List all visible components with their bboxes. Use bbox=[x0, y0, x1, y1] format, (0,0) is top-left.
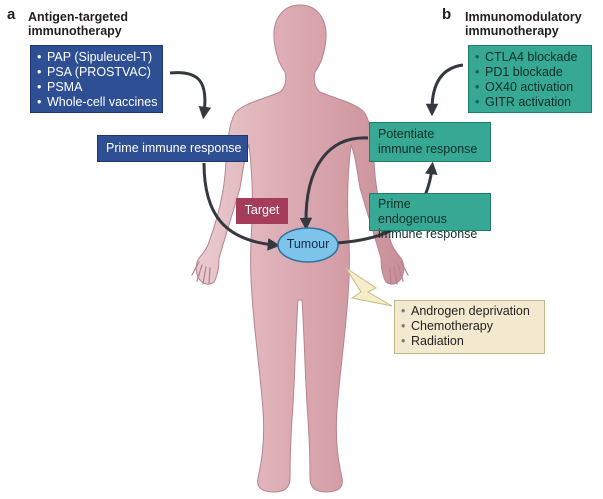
antigen-list-item: Whole-cell vaccines bbox=[37, 95, 157, 110]
antigen-list-box: PAP (Sipuleucel-T) PSA (PROSTVAC) PSMA W… bbox=[30, 45, 163, 113]
panel-a-title-line1: Antigen-targeted bbox=[28, 10, 128, 24]
arrow-potentiate-to-tumour bbox=[299, 136, 369, 231]
potentiate-line1: Potentiate bbox=[378, 127, 435, 141]
potentiate-line2: immune response bbox=[378, 142, 478, 156]
treatment-item: Radiation bbox=[401, 334, 538, 349]
prime-immune-response-box: Prime immune response bbox=[97, 135, 248, 162]
prime-endogenous-line1: Prime endogenous bbox=[378, 197, 447, 226]
immunomodulatory-list-item: OX40 activation bbox=[475, 80, 585, 95]
lightning-bolt-icon bbox=[345, 267, 393, 307]
panel-b-letter: b bbox=[442, 6, 452, 23]
arrow-prime-to-tumour bbox=[202, 162, 281, 251]
arrow-a-list-to-prime bbox=[169, 71, 212, 120]
antigen-list-item: PSMA bbox=[37, 80, 156, 95]
antigen-list-item: PAP (Sipuleucel-T) bbox=[37, 50, 156, 65]
target-box: Target bbox=[236, 198, 288, 224]
treatment-item: Androgen deprivation bbox=[401, 304, 538, 319]
immunomodulatory-list-box: CTLA4 blockade PD1 blockade OX40 activat… bbox=[468, 45, 592, 113]
panel-a-title: Antigen-targeted immunotherapy bbox=[28, 10, 128, 38]
immunomodulatory-list-item: GITR activation bbox=[475, 95, 585, 110]
tumour-label: Tumour bbox=[286, 237, 330, 251]
antigen-list-item: PSA (PROSTVAC) bbox=[37, 65, 156, 80]
potentiate-immune-response-box: Potentiate immune response bbox=[369, 122, 491, 162]
panel-a-title-line2: immunotherapy bbox=[28, 24, 122, 38]
treatment-item: Chemotherapy bbox=[401, 319, 538, 334]
arrow-b-list-to-potentiate bbox=[425, 63, 464, 117]
prime-endogenous-line2: immune response bbox=[378, 227, 478, 241]
treatments-box: Androgen deprivation Chemotherapy Radiat… bbox=[394, 300, 545, 354]
prime-endogenous-immune-response-box: Prime endogenous immune response bbox=[369, 193, 491, 241]
immunomodulatory-list-item: PD1 blockade bbox=[475, 65, 585, 80]
immunomodulatory-list-item: CTLA4 blockade bbox=[475, 50, 585, 65]
panel-a-letter: a bbox=[7, 6, 16, 23]
panel-b-title: Immunomodulatory immunotherapy bbox=[465, 10, 582, 38]
tumour-ellipse bbox=[277, 227, 339, 263]
panel-b-title-line1: Immunomodulatory bbox=[465, 10, 582, 24]
panel-b-title-line2: immunotherapy bbox=[465, 24, 559, 38]
